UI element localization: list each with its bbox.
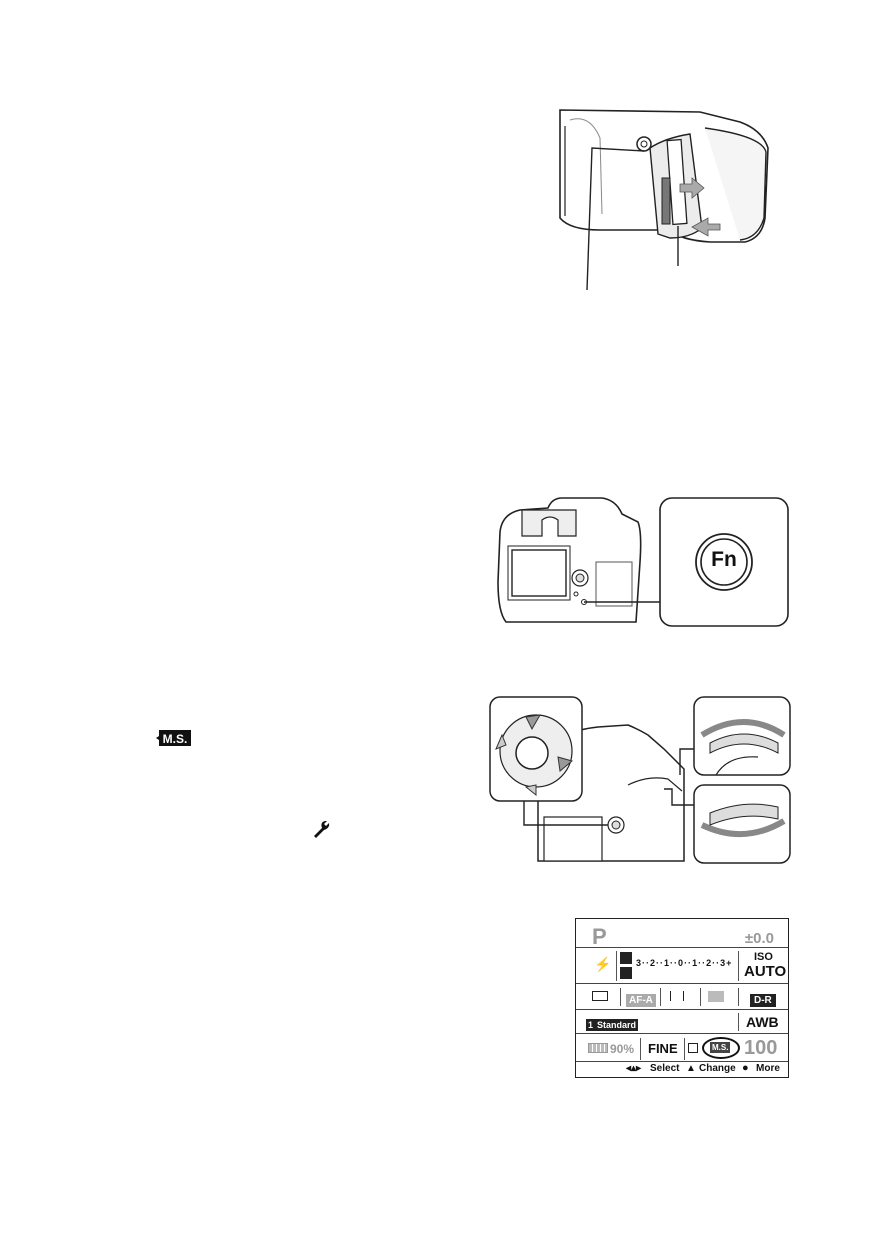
white-balance: AWB (746, 1014, 779, 1030)
iso-label: ISO (754, 951, 773, 963)
flash-comp-icon (620, 967, 632, 979)
scale-plus-1: 1 (692, 958, 698, 968)
fn-button-label: Fn (696, 548, 752, 572)
dial-icon: ▲ (686, 1063, 696, 1074)
battery-icon (588, 1043, 608, 1053)
status-row: 90% FINE M.S. 100 (576, 1033, 788, 1064)
scale-plus-sign: + (726, 958, 732, 968)
memory-card-slot-figure (540, 108, 775, 298)
creative-style-number: 1 (586, 1019, 595, 1031)
scale-zero: 0 (678, 958, 684, 968)
scale-plus-2: 2 (706, 958, 712, 968)
controller-dials-figure (488, 695, 793, 865)
wrench-icon (310, 818, 332, 840)
dro-value: D-R (750, 994, 776, 1007)
exposure-scale: 3··2··1··0··1··2··3+ (636, 958, 732, 968)
flash-icon: ⚡ (594, 956, 611, 973)
memory-stick-icon: M.S. (155, 728, 193, 748)
panel-footer: ◂▴▸ Select ▲ Change ● More (576, 1061, 788, 1077)
media-indicator: M.S. (710, 1042, 730, 1053)
center-button-icon: ● (742, 1062, 749, 1074)
image-quality: FINE (648, 1041, 678, 1056)
af-area-icon (670, 991, 684, 1001)
metering-row: ⚡ 3··2··1··0··1··2··3+ ISO AUTO (576, 947, 788, 984)
creative-style: Standard (595, 1019, 638, 1031)
ms-badge-text: M.S. (163, 732, 188, 746)
exposure-scale-icon (620, 952, 632, 964)
af-mode: AF-A (626, 994, 656, 1007)
battery-level: 90% (610, 1042, 634, 1056)
recording-info-panel: P ±0.0 ⚡ 3··2··1··0··1··2··3+ ISO AUTO A… (575, 918, 789, 1078)
footer-select: Select (650, 1063, 679, 1074)
scale-minus-1: 1 (664, 958, 670, 968)
drive-mode-icon (592, 991, 608, 1001)
iso-value: AUTO (744, 963, 786, 980)
metering-icon (708, 991, 724, 1002)
remaining-shots: 100 (744, 1037, 777, 1060)
select-arrows-icon: ◂▴▸ (626, 1063, 641, 1074)
scale-minus-2: 2 (650, 958, 656, 968)
settings-row: AF-A D-R (576, 983, 788, 1010)
image-size-icon (688, 1043, 698, 1053)
exposure-compensation: ±0.0 (745, 930, 774, 947)
footer-more: More (756, 1063, 780, 1074)
scale-minus-3: 3 (636, 958, 642, 968)
footer-change: Change (699, 1063, 736, 1074)
